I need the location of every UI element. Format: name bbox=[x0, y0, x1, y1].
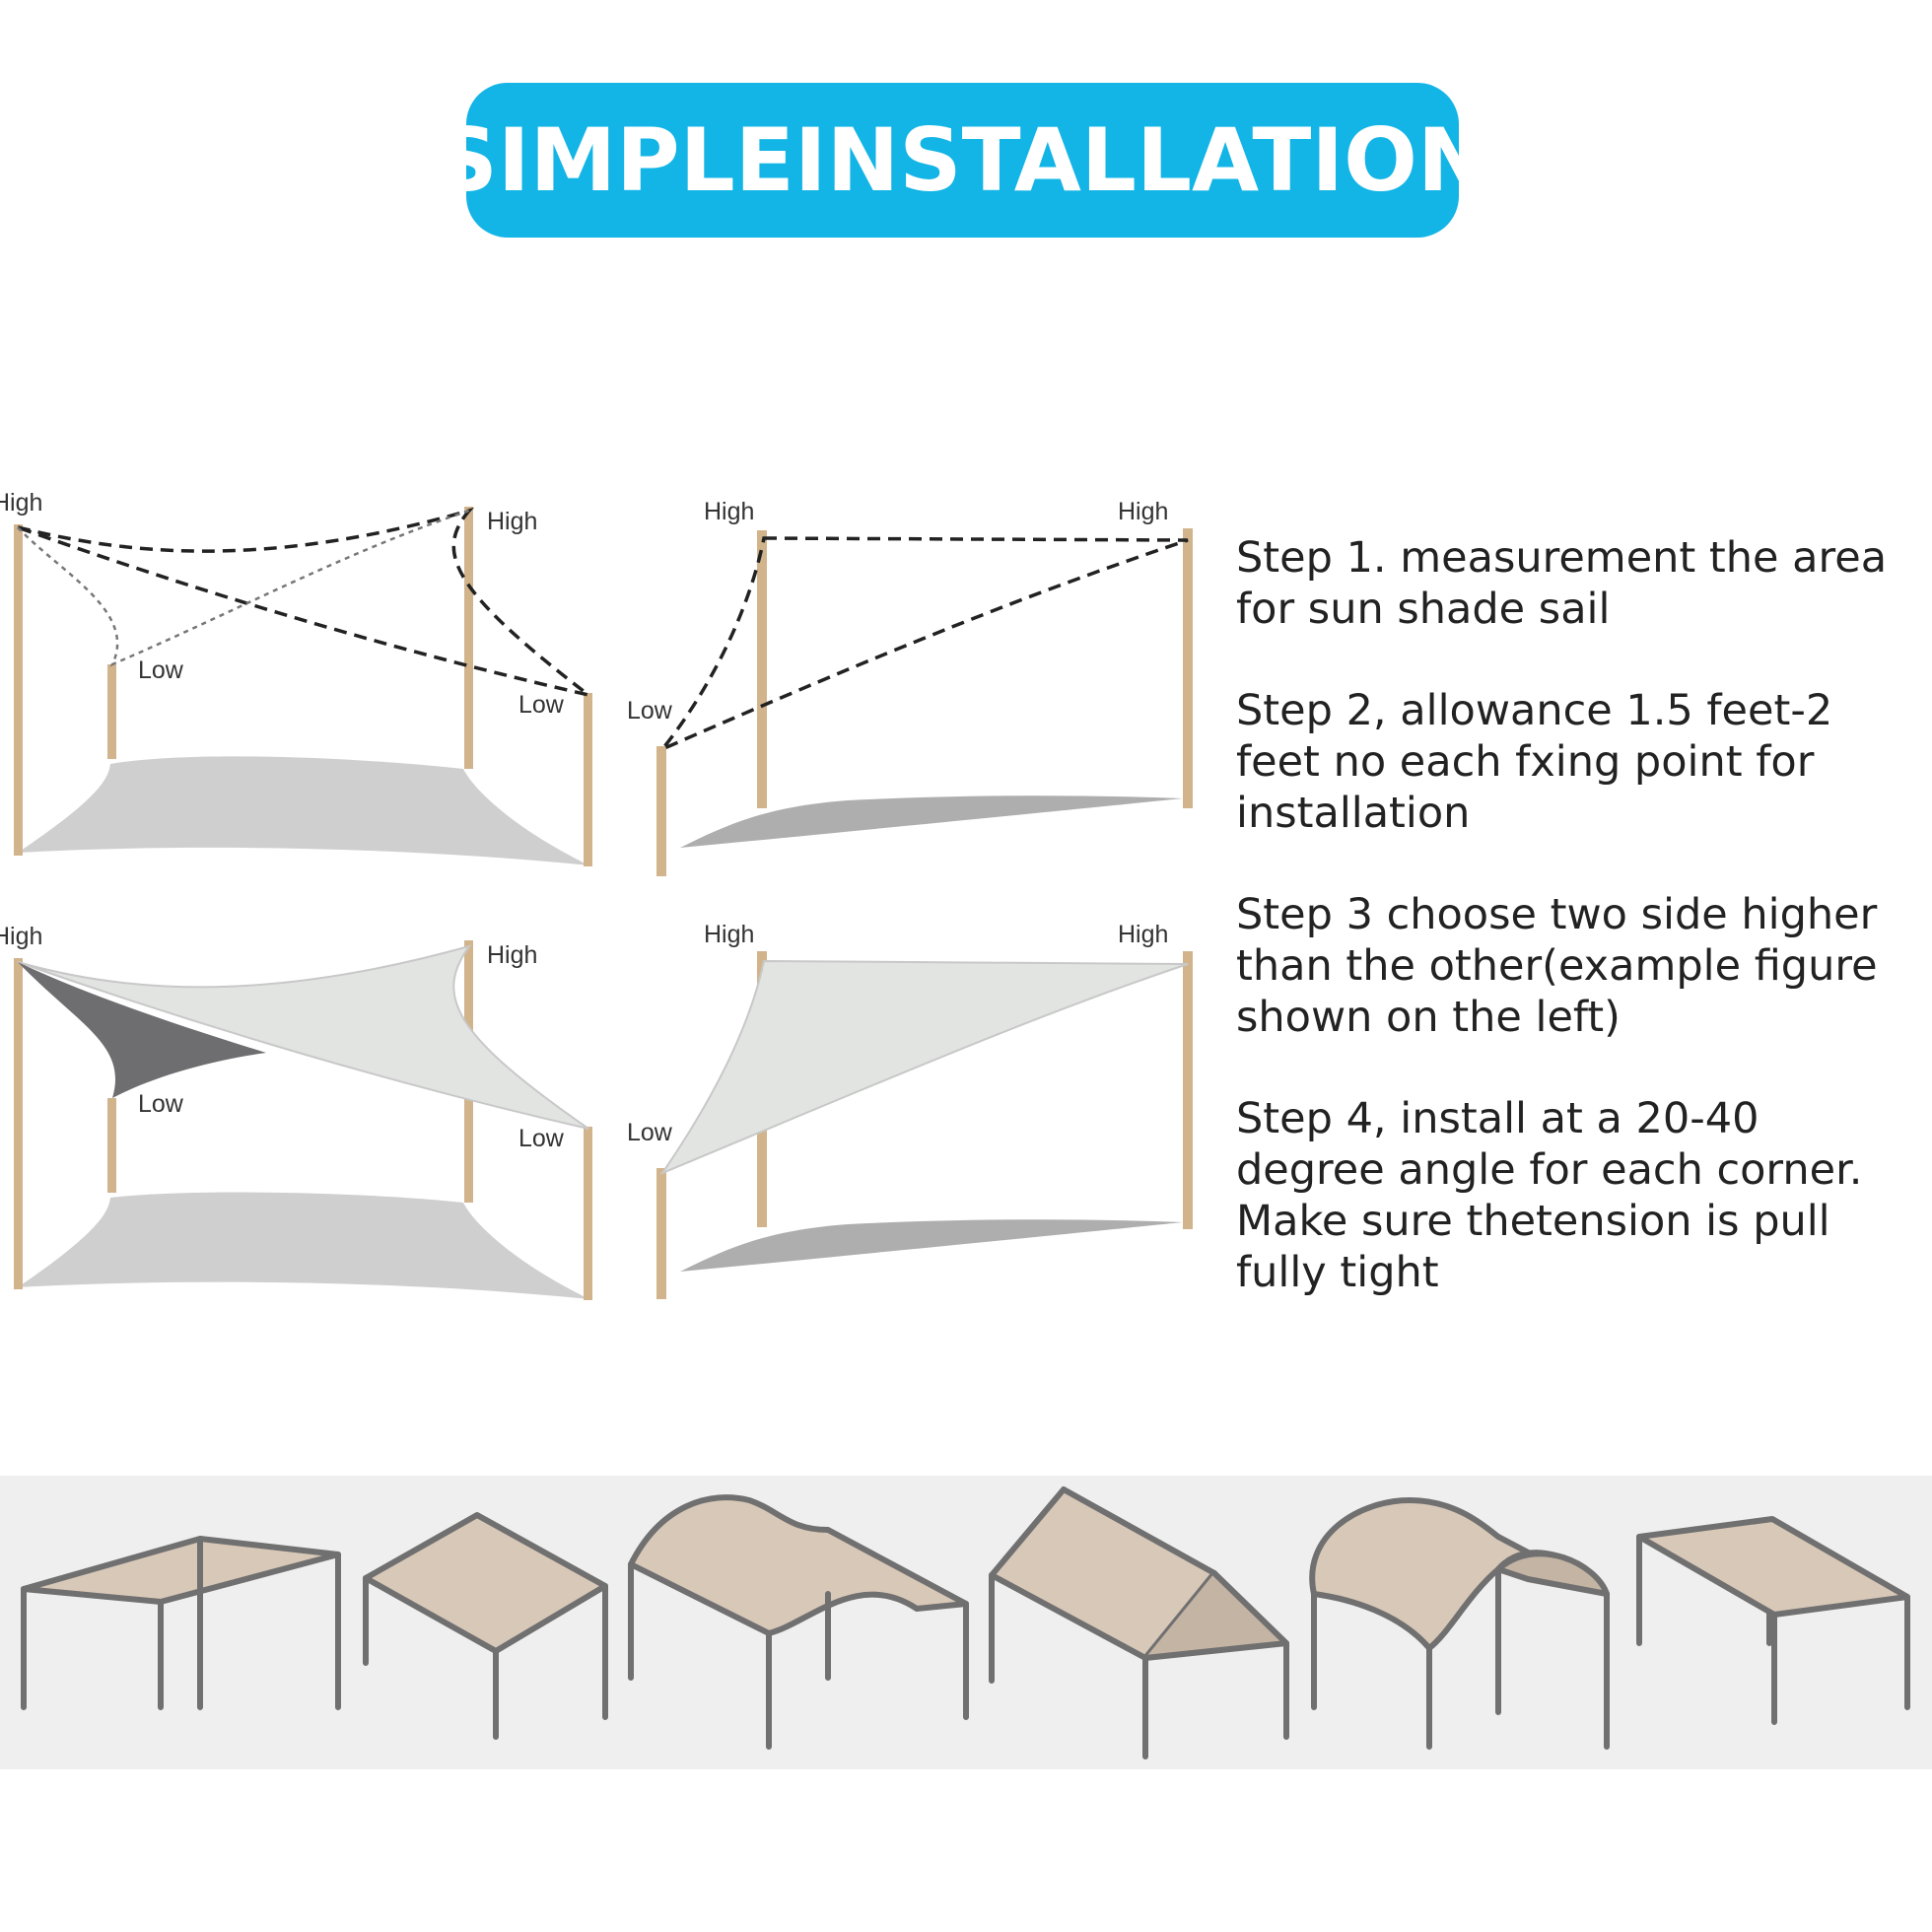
pole bbox=[656, 746, 666, 876]
installation-diagrams: High High Low Low High High Low High Hig… bbox=[0, 489, 1193, 1300]
dashed-sail-outline bbox=[660, 536, 1189, 751]
pole bbox=[584, 693, 592, 866]
sail-shade bbox=[17, 944, 589, 1130]
post-label: High bbox=[0, 489, 42, 517]
step-2: Step 2, allowance 1.5 feet-2 feet no eac… bbox=[1236, 686, 1833, 838]
step-4: Step 4, install at a 20-40 degree angle … bbox=[1236, 1094, 1863, 1297]
dashed-sail-outline bbox=[17, 507, 590, 697]
dotted-sail-outline bbox=[17, 509, 470, 667]
pole bbox=[107, 1098, 116, 1193]
post-label: High bbox=[704, 498, 754, 525]
pole bbox=[464, 507, 473, 769]
diagram-bottom-left: High High Low Low bbox=[0, 923, 592, 1300]
ground-shadow bbox=[680, 1219, 1183, 1272]
pole bbox=[14, 958, 23, 1289]
frame-styles bbox=[21, 1486, 1910, 1760]
post-label: Low bbox=[138, 656, 184, 684]
post-label: High bbox=[0, 923, 42, 950]
post-label: High bbox=[1118, 921, 1168, 948]
flat-square-frame-icon bbox=[21, 1536, 341, 1710]
post-label: Low bbox=[138, 1090, 184, 1118]
pole bbox=[584, 1127, 592, 1300]
post-label: High bbox=[704, 921, 754, 948]
sail-shadow-side bbox=[18, 962, 266, 1098]
wave-frame-icon bbox=[628, 1494, 969, 1750]
page-title: SIMPLEINSTALLATION bbox=[435, 109, 1490, 211]
pole bbox=[757, 530, 767, 808]
post-label: High bbox=[487, 508, 537, 535]
ground-shadow bbox=[680, 795, 1183, 848]
pole bbox=[107, 664, 116, 759]
diamond-frame-icon bbox=[363, 1512, 608, 1740]
post-label: High bbox=[487, 941, 537, 969]
pole bbox=[656, 1168, 666, 1299]
post-label: Low bbox=[518, 1125, 565, 1152]
peak-frame-icon bbox=[989, 1486, 1289, 1760]
flat-rect-frame-icon bbox=[1636, 1516, 1910, 1725]
diagram-top-right: High High Low bbox=[627, 498, 1193, 876]
installation-steps: Step 1. measurement the area for sun sha… bbox=[1236, 532, 1916, 1348]
post-label: Low bbox=[518, 691, 565, 719]
pole bbox=[1183, 951, 1193, 1229]
pole bbox=[14, 524, 23, 856]
pole bbox=[1183, 528, 1193, 808]
sail-shade bbox=[659, 959, 1189, 1176]
post-label: Low bbox=[627, 697, 673, 724]
step-1: Step 1. measurement the area for sun sha… bbox=[1236, 533, 1888, 634]
title-banner: SIMPLEINSTALLATION bbox=[435, 83, 1490, 238]
diagram-bottom-right: High High Low bbox=[627, 921, 1193, 1299]
step-3: Step 3 choose two side higher than the o… bbox=[1236, 890, 1878, 1042]
arch-frame-icon bbox=[1309, 1497, 1610, 1750]
diagram-top-left: High High Low Low bbox=[0, 489, 592, 866]
ground-shadow bbox=[18, 1192, 589, 1299]
post-label: Low bbox=[627, 1119, 673, 1146]
post-label: High bbox=[1118, 498, 1168, 525]
ground-shadow bbox=[18, 756, 589, 865]
